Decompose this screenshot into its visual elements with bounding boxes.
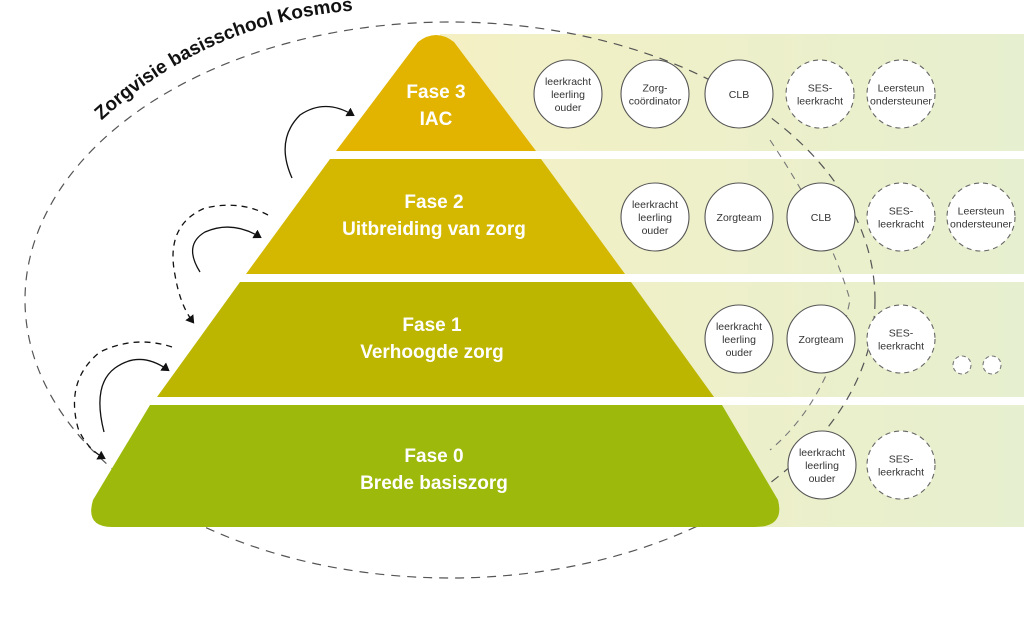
pyramid-layer-fase-2 — [246, 159, 625, 274]
stakeholder-circle-shape — [786, 304, 856, 374]
stakeholder-label: SES- — [808, 83, 833, 95]
stakeholder-circles: leerkrachtleerlingouderZorg-coördinatorC… — [533, 59, 1016, 500]
stakeholder-label: ouder — [726, 347, 753, 359]
fase-1-label: Fase 1 — [402, 315, 462, 336]
diagram-title-text: Zorgvisie basisschool Kosmos — [91, 0, 354, 124]
stakeholder-circle: CLB — [704, 59, 774, 129]
more-dots — [952, 355, 1002, 375]
stakeholder-circle-shape — [704, 304, 774, 374]
school-vision-ellipse — [24, 21, 876, 579]
stakeholder-label: Zorgteam — [799, 334, 844, 346]
stakeholder-label: leerkracht — [797, 96, 843, 108]
arrow-fase0-to-fase1 — [99, 358, 170, 433]
fase-0-label: Fase 0 — [404, 446, 463, 467]
stakeholder-label: Leersteun — [958, 206, 1005, 218]
stakeholder-label: coördinator — [629, 96, 682, 108]
stakeholder-label: ondersteuner — [870, 96, 932, 108]
stakeholder-circle: SES-leerkracht — [866, 182, 936, 252]
stakeholder-label: Zorgteam — [717, 212, 762, 224]
escalation-arrows — [73, 105, 355, 460]
stakeholder-label: leerling — [551, 89, 585, 101]
optional-circle — [785, 59, 855, 129]
optional-circle — [866, 304, 936, 374]
stakeholder-circle: SES-leerkracht — [866, 430, 936, 500]
stakeholder-circle: Zorgteam — [786, 304, 856, 374]
fase-1-subtitle: Verhoogde zorg — [360, 342, 504, 363]
optional-circle — [866, 430, 936, 500]
stakeholder-label: SES- — [889, 454, 914, 466]
arrow-fase1-to-fase2 — [192, 226, 262, 273]
fase-3-subtitle: IAC — [420, 109, 453, 130]
diagram-title: Zorgvisie basisschool Kosmos — [91, 0, 354, 124]
stakeholder-circle: SES-leerkracht — [866, 304, 936, 374]
stakeholder-circle-shape — [704, 182, 774, 252]
stakeholder-label: leerkracht — [632, 199, 678, 211]
stakeholder-label: leerling — [805, 460, 839, 472]
fase-2-subtitle: Uitbreiding van zorg — [342, 219, 526, 240]
stakeholder-label: ouder — [642, 225, 669, 237]
dashed-arrow-back-fase1 — [73, 341, 173, 460]
stakeholder-label: Leersteun — [878, 83, 925, 95]
fase-2-label: Fase 2 — [404, 192, 463, 213]
stakeholder-circle: CLB — [786, 182, 856, 252]
fase-0-subtitle: Brede basiszorg — [360, 473, 508, 494]
stakeholder-label: SES- — [889, 206, 914, 218]
pyramid-layer-fase-1 — [157, 282, 714, 397]
stakeholder-label: leerling — [638, 212, 672, 224]
arrow-fase2-to-fase3 — [284, 105, 355, 179]
stakeholder-label: leerkracht — [878, 219, 924, 231]
fase-3-label: Fase 3 — [406, 82, 465, 103]
pyramid-layer-fase-3 — [336, 35, 536, 151]
optional-circle — [866, 182, 936, 252]
stakeholder-label: leerkracht — [799, 447, 845, 459]
stakeholder-label: ouder — [555, 102, 582, 114]
pyramid-layer-fase-0 — [91, 405, 780, 527]
optional-circle — [866, 59, 936, 129]
stakeholder-label: CLB — [811, 212, 831, 224]
dashed-connector-line — [769, 139, 851, 451]
stakeholder-label: leerling — [722, 334, 756, 346]
stakeholder-circle-shape — [787, 430, 857, 500]
stakeholder-circle-shape — [786, 182, 856, 252]
stakeholder-label: SES- — [889, 328, 914, 340]
stakeholder-label: ondersteuner — [950, 219, 1012, 231]
pyramid — [91, 35, 780, 527]
stakeholder-circle-shape — [620, 182, 690, 252]
stakeholder-circle: Zorg-coördinator — [620, 59, 690, 129]
stakeholder-label: leerkracht — [878, 341, 924, 353]
stakeholder-label: leerkracht — [545, 76, 591, 88]
optional-circle — [946, 182, 1016, 252]
stakeholder-circle-shape — [620, 59, 690, 129]
stakeholder-label: leerkracht — [716, 321, 762, 333]
stakeholder-circle-shape — [704, 59, 774, 129]
stakeholder-label: ouder — [809, 473, 836, 485]
stakeholder-circle: SES-leerkracht — [785, 59, 855, 129]
stakeholder-circle-shape — [533, 59, 603, 129]
stakeholder-label: CLB — [729, 89, 749, 101]
stakeholder-circle: Zorgteam — [704, 182, 774, 252]
stakeholder-label: Zorg- — [642, 83, 668, 95]
dashed-arrow-back-fase2 — [172, 204, 269, 324]
stakeholder-label: leerkracht — [878, 467, 924, 479]
